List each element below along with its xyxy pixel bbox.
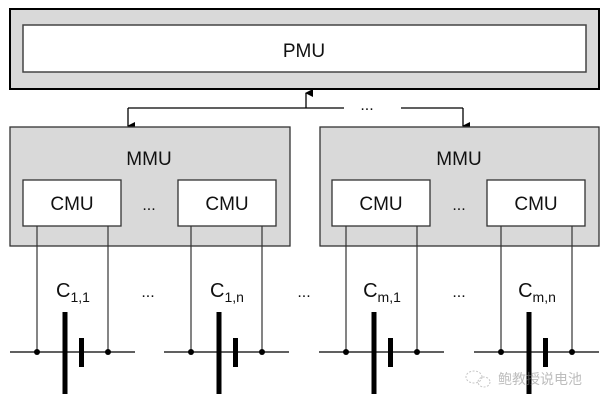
wechat-icon [465,370,491,388]
junction-dot [343,349,349,355]
cmu-1-1-label: CMU [50,194,93,215]
battery-plate-long [526,312,532,394]
battery-plate-long [216,312,222,394]
cmu-m-1-label: CMU [359,194,402,215]
battery-plate-short [233,338,238,367]
cmu-m-n-box [486,179,586,227]
junction-dot [498,349,504,355]
cmu-m-ellipsis: ... [452,197,465,214]
pmu-block: PMU [9,8,600,90]
junction-dot [105,349,111,355]
cell-ellipsis-1: ... [141,284,154,301]
battery-cell: Cm,1 [319,226,444,394]
mmu-2-label: MMU [436,149,481,170]
cell-ellipsis-2: ... [297,284,310,301]
junction-dot [414,349,420,355]
mmu-block-2: MMU CMU ... CMU [319,126,600,247]
cmu-m-1-box [331,179,431,227]
cell-label: Cm,1 [363,280,401,305]
battery-plate-short [388,338,393,367]
battery-plate-long [371,312,377,394]
mmu-1-label: MMU [126,149,171,170]
battery-cell: C1,n [164,226,289,394]
battery-plate-short [543,338,548,367]
watermark-text: 鲍教授说电池 [498,372,582,388]
pmu-inner-box [22,24,587,73]
battery-cell: C1,1 [10,226,135,394]
cell-ellipsis-3: ... [452,284,465,301]
bus-ellipsis: ... [360,97,373,114]
cmu-1-1-box [22,179,122,227]
watermark: 鲍教授说电池 [465,370,582,388]
battery-cells: C1,1 C1,n Cm,1 Cm,n [10,226,599,394]
cell-label: C1,1 [56,280,90,305]
cmu-m-n-label: CMU [514,194,557,215]
cell-label: C1,n [210,280,244,305]
pmu-label: PMU [283,41,325,62]
cmu-1-n-label: CMU [205,194,248,215]
communication-bus: ... [127,89,470,130]
cmu-1-ellipsis: ... [142,197,155,214]
battery-cell: Cm,n [474,226,599,394]
junction-dot [569,349,575,355]
battery-plate-short [79,338,84,367]
battery-plate-long [62,312,68,394]
mmu-block-1: MMU CMU ... CMU [9,126,291,247]
junction-dot [188,349,194,355]
cell-label: Cm,n [518,280,556,305]
junction-dot [259,349,265,355]
cmu-1-n-box [177,179,277,227]
junction-dot [34,349,40,355]
